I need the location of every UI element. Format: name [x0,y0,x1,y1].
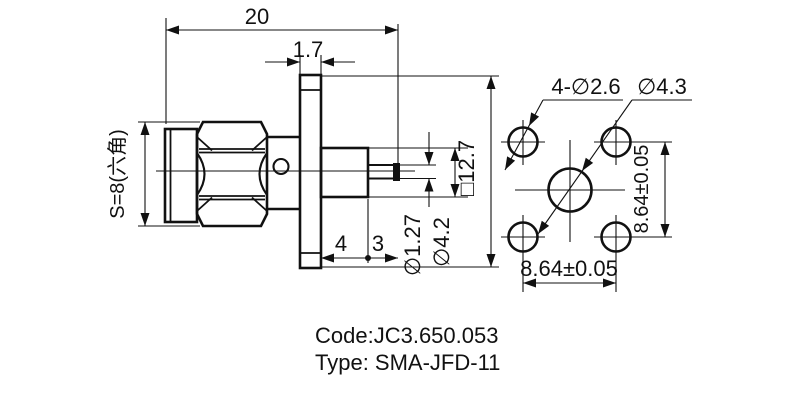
hex-nut [195,120,269,228]
dim-flange-thickness: 1.7 [293,37,324,62]
dim-hex-size: S=8(六角) [106,129,129,218]
dim-pin-diameter: ∅1.27 [400,214,425,276]
dim-hole-spacing-horizontal-text: 8.64±0.05 [520,256,618,281]
leader-corner-holes: 4-∅2.6 [501,74,623,173]
insulator [319,146,370,199]
mounting-hole-bottom-left [501,215,545,292]
dim-pin-length: 3 [372,231,384,256]
label-corner-holes: 4-∅2.6 [551,74,620,99]
dim-hole-spacing-horizontal: 8.64±0.05 [520,256,618,288]
mounting-hole-top-right [594,120,672,165]
side-view-dimensions: 20 1.7 4 3 ∅1.27 ∅4.2 [106,4,499,276]
center-pin [368,163,400,181]
dim-insulator-diameter: ∅4.2 [429,217,454,267]
mounting-hole-bottom-right [594,215,672,292]
title-block: Code:JC3.650.053 Type: SMA-JFD-11 [315,323,500,375]
dim-insulator-length: 4 [335,231,347,256]
pin-tip [393,163,400,181]
front-view: 4-∅2.6 ∅4.3 8.64±0.05 8.64±0.05 [501,74,692,292]
dim-flange-square: □12.7 [454,140,479,196]
mounting-hole-top-left [501,120,545,165]
dim-total-length: 20 [245,4,269,29]
dim-hole-spacing-vertical: 8.64±0.05 [631,142,670,237]
side-view [156,73,415,270]
connector-front-cap [163,127,199,224]
part-code: Code:JC3.650.053 [315,323,498,348]
connector-body [267,135,300,211]
dim-hole-spacing-vertical-text: 8.64±0.05 [631,145,653,234]
center-hole [515,140,625,242]
label-center-hole: ∅4.3 [637,74,687,99]
leader-center-hole: ∅4.3 [534,74,692,237]
part-type: Type: SMA-JFD-11 [315,350,500,375]
vent-hole [272,157,290,176]
